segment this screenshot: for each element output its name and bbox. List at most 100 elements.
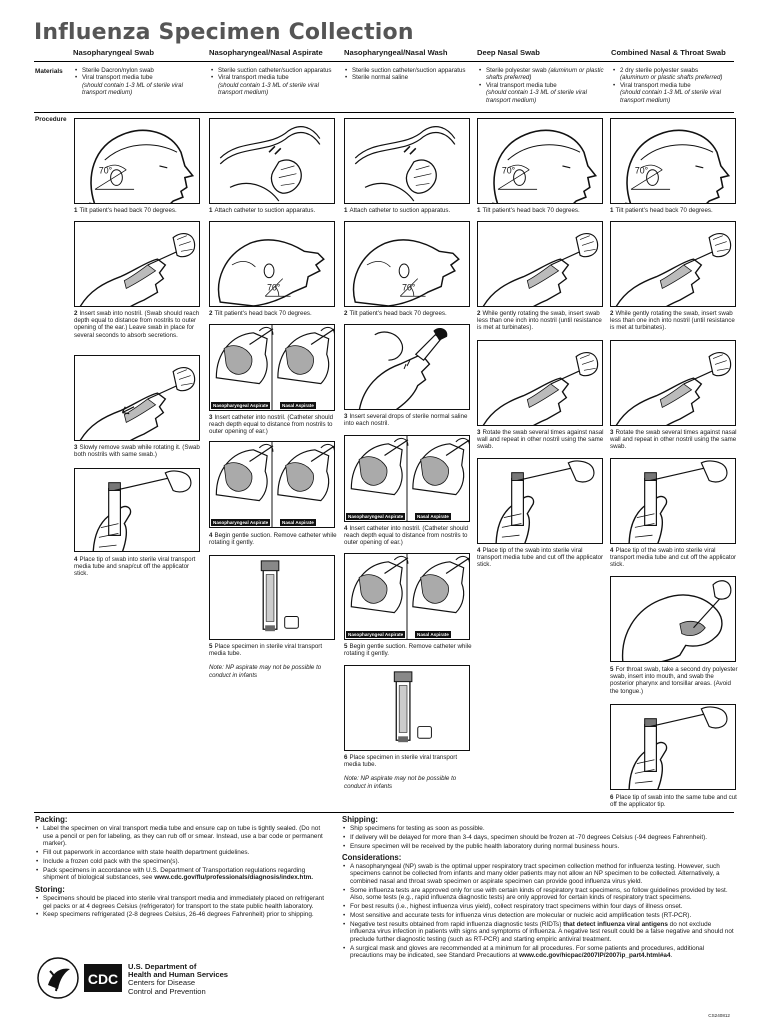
figure-label-aspirate: Nasopharyngeal Aspirate xyxy=(346,631,406,638)
c5-step6-illustration xyxy=(610,704,736,790)
c5-step2-illustration xyxy=(610,221,736,307)
considerations-item: Most sensitive and accurate tests for in… xyxy=(343,912,737,920)
column-header-aspirate: Nasopharyngeal/Nasal Aspirate xyxy=(209,48,323,57)
c4-step1-illustration: 70° xyxy=(477,118,603,204)
c5-step1-illustration: 70° xyxy=(610,118,736,204)
c4-step3-illustration xyxy=(477,340,603,426)
material-item: Viral transport media tube(should contai… xyxy=(211,74,338,96)
considerations-item: For best results (i.e., highest influenz… xyxy=(343,903,737,911)
material-item: Sterile polyester swab (aluminum or plas… xyxy=(479,67,606,82)
svg-text:70°: 70° xyxy=(99,166,112,176)
shipping-section: Shipping: Ship specimens for testing as … xyxy=(342,815,737,961)
shipping-item: If delivery will be delayed for more tha… xyxy=(343,834,737,842)
packing-section: Packing: Label the specimen on viral tra… xyxy=(35,815,331,920)
materials-label: Materials xyxy=(35,68,63,75)
c5-step3-illustration xyxy=(610,340,736,426)
packing-item: Label the specimen on viral transport me… xyxy=(36,825,331,847)
c1-step4-illustration xyxy=(74,468,200,552)
packing-heading: Packing: xyxy=(35,815,68,824)
material-item: Viral transport media tube(should contai… xyxy=(479,82,606,104)
c3-step4-illustration: Nasopharyngeal Aspirate Nasal Aspirate xyxy=(344,435,470,522)
considerations-item: Negative test results obtained from rapi… xyxy=(343,921,737,943)
c1-step3-illustration xyxy=(74,355,200,441)
svg-text:70°: 70° xyxy=(402,282,415,292)
column-header-combined: Combined Nasal & Throat Swab xyxy=(611,48,726,57)
c1-step2-illustration xyxy=(74,221,200,307)
storing-item: Specimens should be placed into sterile … xyxy=(36,895,331,910)
materials-deep-nasal: Sterile polyester swab (aluminum or plas… xyxy=(478,67,606,104)
c3-step3-illustration xyxy=(344,324,470,410)
considerations-heading: Considerations: xyxy=(342,852,402,862)
c2-step3-illustration: Nasopharyngeal Aspirate Nasal Aspirate xyxy=(209,324,335,411)
column-header-np-swab: Nasopharyngeal Swab xyxy=(73,48,155,57)
svg-text:70°: 70° xyxy=(502,166,515,176)
material-item: Sterile suction catheter/suction apparat… xyxy=(345,67,472,75)
procedure-label: Procedure xyxy=(35,116,67,123)
materials-combined: 2 dry sterile polyester swabs(aluminum o… xyxy=(612,67,740,104)
precautions-link[interactable]: www.cdc.gov/hicpac/2007IP/2007ip_part4.h… xyxy=(519,952,671,959)
page-title: Influenza Specimen Collection xyxy=(34,20,414,45)
svg-text:70°: 70° xyxy=(635,166,648,176)
c2-step1-illustration xyxy=(209,118,335,204)
material-item: 2 dry sterile polyester swabs(aluminum o… xyxy=(613,67,740,82)
packing-link[interactable]: www.cdc.gov/flu/professionals/diagnosis/… xyxy=(154,874,314,882)
c3-step1-illustration xyxy=(344,118,470,204)
packing-item: Fill out paperwork in accordance with st… xyxy=(36,849,331,857)
c2-step2-illustration: 70° xyxy=(209,221,335,307)
c5-step5-illustration xyxy=(610,576,736,662)
material-item: Sterile normal saline xyxy=(345,74,472,82)
material-item: Sterile suction catheter/suction apparat… xyxy=(211,67,338,75)
storing-heading: Storing: xyxy=(35,884,65,894)
column-header-wash: Nasopharyngeal/Nasal Wash xyxy=(344,48,448,57)
svg-text:70°: 70° xyxy=(267,282,280,292)
material-item: Sterile Dacron/nylon swab xyxy=(75,67,202,75)
packing-item: Pack specimens in accordance with U.S. D… xyxy=(36,867,331,882)
c2-step5-illustration xyxy=(209,555,335,640)
figure-label-nasal: Nasal Aspirate xyxy=(415,631,451,638)
c3-step6-illustration xyxy=(344,665,470,751)
figure-label-nasal: Nasal Aspirate xyxy=(280,519,316,526)
materials-np-swab: Sterile Dacron/nylon swab Viral transpor… xyxy=(74,67,202,97)
shipping-item: Ship specimens for testing as soon as po… xyxy=(343,825,737,833)
c2-step4-illustration: Nasopharyngeal Aspirate Nasal Aspirate xyxy=(209,441,335,528)
figure-label-aspirate: Nasopharyngeal Aspirate xyxy=(211,519,271,526)
agency-block: U.S. Department of Health and Human Serv… xyxy=(128,962,229,996)
figure-label-aspirate: Nasopharyngeal Aspirate xyxy=(346,513,406,520)
considerations-item: A surgical mask and gloves are recommend… xyxy=(343,945,737,960)
shipping-item: Ensure specimen will be received by the … xyxy=(343,843,737,851)
hhs-logo: CDC xyxy=(36,955,126,1006)
shipping-heading: Shipping: xyxy=(342,815,378,824)
packing-item: Include a frozen cold pack with the spec… xyxy=(36,858,331,866)
materials-rule xyxy=(34,112,734,113)
materials-wash: Sterile suction catheter/suction apparat… xyxy=(344,67,472,82)
column-header-deep-nasal: Deep Nasal Swab xyxy=(477,48,540,57)
figure-label-aspirate: Nasopharyngeal Aspirate xyxy=(211,402,271,409)
c3-step5-illustration: Nasopharyngeal Aspirate Nasal Aspirate xyxy=(344,553,470,640)
c1-step1-illustration: 70° xyxy=(74,118,200,204)
bottom-rule xyxy=(34,812,734,813)
cdc-logo-text: CDC xyxy=(88,971,118,987)
material-item: Viral transport media tube(should contai… xyxy=(613,82,740,104)
considerations-item: Some influenza tests are approved only f… xyxy=(343,887,737,902)
